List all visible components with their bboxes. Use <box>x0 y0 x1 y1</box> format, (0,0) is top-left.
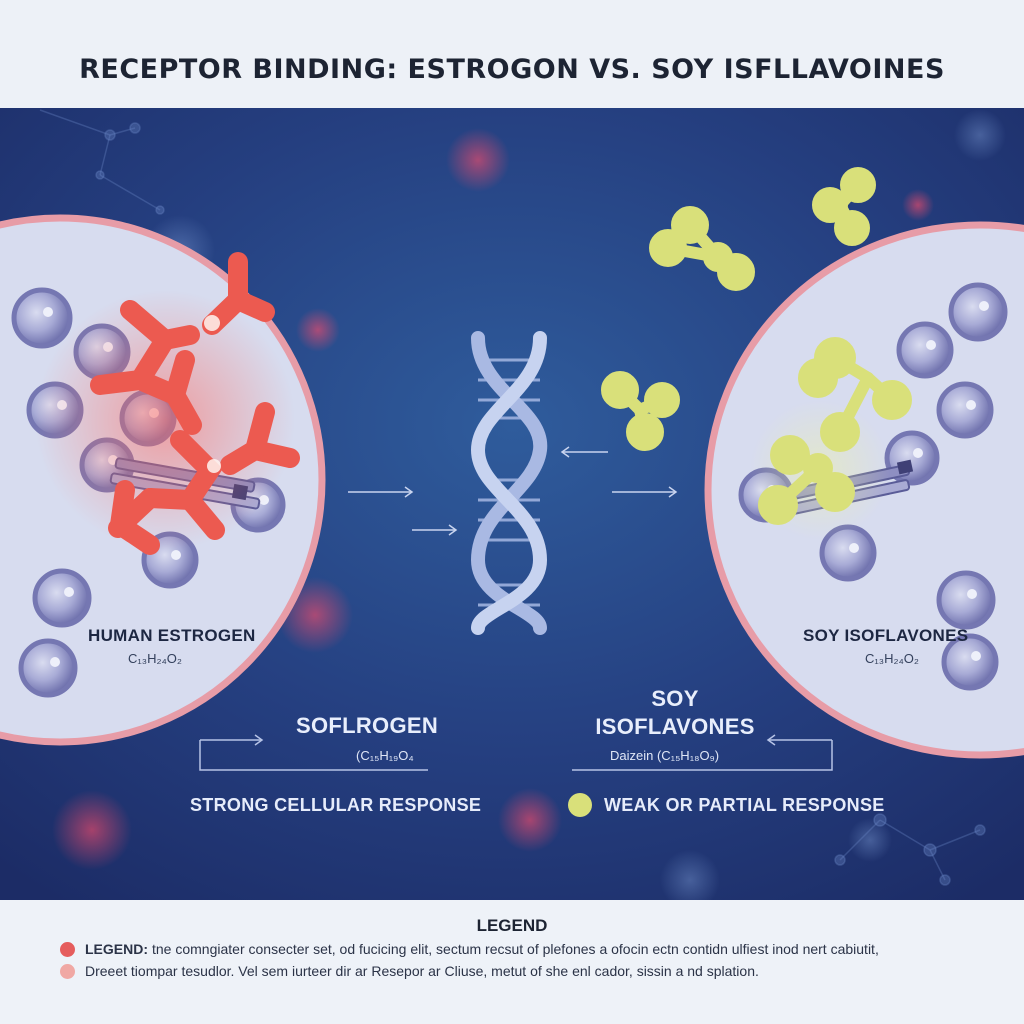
diagram-title: RECEPTOR BINDING: ESTROGON VS. SOY ISFLL… <box>79 53 945 85</box>
legend-row-estrogen: LEGEND:tne comngiater consecter set, od … <box>60 941 980 957</box>
right-molecule-name-line1: SOY <box>651 686 699 711</box>
right-molecule-formula: Daizein (C₁₅H₁₈O₉) <box>610 748 720 763</box>
legend-row-text: tne comngiater consecter set, od fucicin… <box>152 941 879 957</box>
legend-title: LEGEND <box>476 916 548 935</box>
estrogen-molecules <box>35 252 300 555</box>
strong-response-label: STRONG CELLULAR RESPONSE <box>190 795 482 815</box>
left-cell-label: HUMAN ESTROGEN <box>88 626 256 645</box>
secondary-legend-dot <box>60 963 75 979</box>
right-cell-label: SOY ISOFLAVONES <box>803 626 969 645</box>
flow-arrows <box>348 446 678 536</box>
legend-row-secondary: Dreeet tiompar tesudlor. Vel sem iurteer… <box>60 963 980 979</box>
legend-row-label: LEGEND: <box>85 941 148 957</box>
weak-response-label: WEAK OR PARTIAL RESPONSE <box>604 795 885 815</box>
dna-helix <box>470 331 548 635</box>
estrogen-legend-dot <box>60 941 75 957</box>
label-brackets <box>199 734 833 771</box>
title-bar: RECEPTOR BINDING: ESTROGON VS. SOY ISFLL… <box>0 0 1024 108</box>
left-molecule-name: SOFLROGEN <box>296 713 439 738</box>
right-cell-formula: C₁₃H₂₄O₂ <box>865 651 919 666</box>
left-molecule-formula: (C₁₅H₁₉O₄ <box>356 748 414 763</box>
legend-panel: LEGEND LEGEND:tne comngiater consecter s… <box>0 900 1024 1024</box>
left-cell-formula: C₁₃H₂₄O₂ <box>128 651 182 666</box>
background-network-bottom-right <box>834 813 986 886</box>
isoflavone-molecules <box>601 167 912 540</box>
diagram-scene <box>0 108 1024 900</box>
right-molecule-name-line2: ISOFLAVONES <box>595 714 755 739</box>
diagram-canvas <box>0 108 1024 900</box>
legend-row-text-2: Dreeet tiompar tesudlor. Vel sem iurteer… <box>85 963 759 979</box>
background-network-top-left <box>39 109 165 215</box>
weak-response-marker <box>568 793 592 817</box>
